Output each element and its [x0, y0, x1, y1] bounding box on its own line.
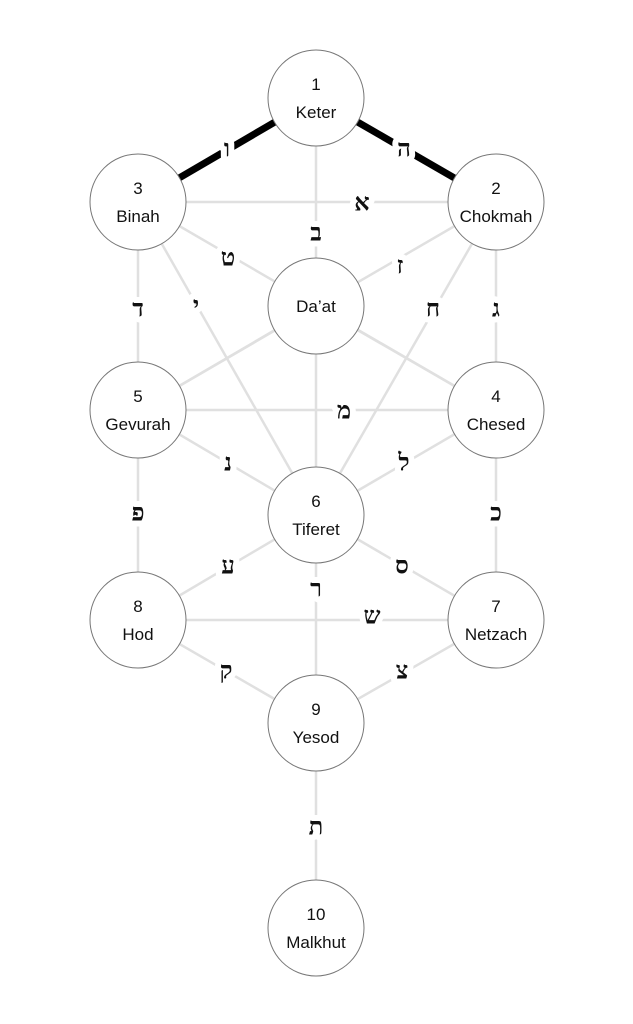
node-circle: [447, 571, 545, 669]
node-number: 7: [491, 597, 500, 616]
path-letter: ק: [220, 656, 233, 685]
node-number: 2: [491, 179, 500, 198]
node-name: Tiferet: [292, 520, 340, 539]
path-letter: פ: [131, 498, 144, 527]
node-number: 6: [311, 492, 320, 511]
path-letter: ב: [310, 218, 322, 247]
node-circle: [267, 49, 365, 147]
path-letter: ה: [397, 134, 411, 163]
path-letter: ע: [221, 551, 235, 580]
node-name: Binah: [116, 207, 159, 226]
node-circle: [89, 571, 187, 669]
path-letter: נ: [224, 448, 232, 477]
node-number: 8: [133, 597, 142, 616]
node-circle: [447, 361, 545, 459]
path-letter: מ: [337, 396, 351, 425]
node-name: Chesed: [467, 415, 526, 434]
node-number: 3: [133, 179, 142, 198]
node-circle: [89, 361, 187, 459]
path-letter: ג: [492, 294, 500, 323]
path-letter: ר: [310, 574, 322, 603]
node-name: Gevurah: [105, 415, 170, 434]
path-letter: ס: [395, 551, 409, 580]
node-name: Netzach: [465, 625, 527, 644]
node-circle: [267, 466, 365, 564]
node-name: Da’at: [296, 297, 336, 316]
node-name: Chokmah: [460, 207, 533, 226]
node-circle: [267, 674, 365, 772]
path-letter: ט: [221, 243, 236, 272]
node-name: Hod: [122, 625, 153, 644]
path-letter: ו: [224, 134, 230, 163]
node-name: Yesod: [293, 728, 340, 747]
node-circle: [267, 879, 365, 977]
path-letter: ח: [426, 294, 440, 323]
node-name: Keter: [296, 103, 337, 122]
node-daat: Da’at: [267, 257, 365, 355]
node-name: Malkhut: [286, 933, 346, 952]
node-number: 9: [311, 700, 320, 719]
path-letter: י: [193, 291, 199, 320]
path-letter: ז: [397, 251, 404, 280]
path-letter: כ: [490, 498, 502, 527]
node-number: 5: [133, 387, 142, 406]
path-letter: ש: [364, 601, 381, 630]
node-circle: [447, 153, 545, 251]
node-circle: [89, 153, 187, 251]
node-circle: [267, 257, 365, 355]
path-letter: א: [354, 188, 369, 217]
node-number: 10: [307, 905, 326, 924]
path-letter: ד: [132, 294, 144, 323]
node-number: 1: [311, 75, 320, 94]
node-number: 4: [491, 387, 500, 406]
path-letter: צ: [396, 656, 409, 685]
path-letter: ת: [309, 812, 324, 841]
path-letter: ל: [397, 448, 409, 477]
